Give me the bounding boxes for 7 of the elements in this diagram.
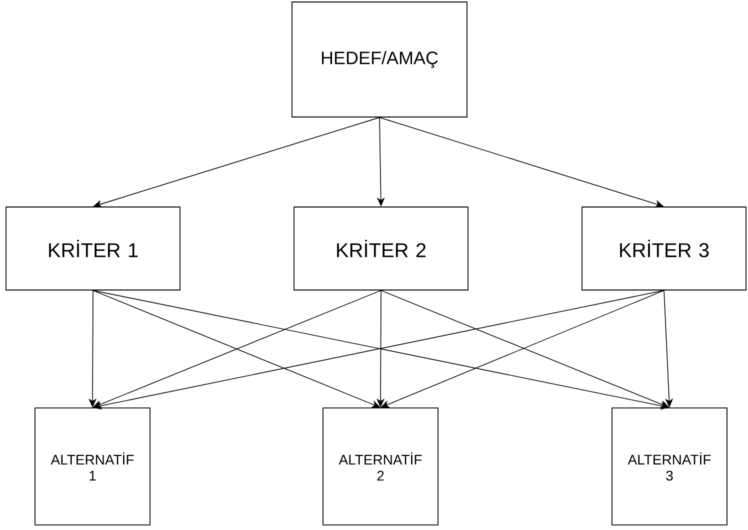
criterion-box: KRİTER 1	[6, 206, 180, 290]
alternative-box: ALTERNATİF 3	[612, 408, 728, 526]
alternative-box: ALTERNATİF 1	[34, 408, 150, 526]
criterion-box: KRİTER 3	[582, 206, 746, 290]
goal-box: HEDEF/AMAÇ	[292, 2, 468, 118]
alternative-box: ALTERNATİF 2	[322, 408, 438, 526]
criterion-box: KRİTER 2	[294, 206, 468, 290]
